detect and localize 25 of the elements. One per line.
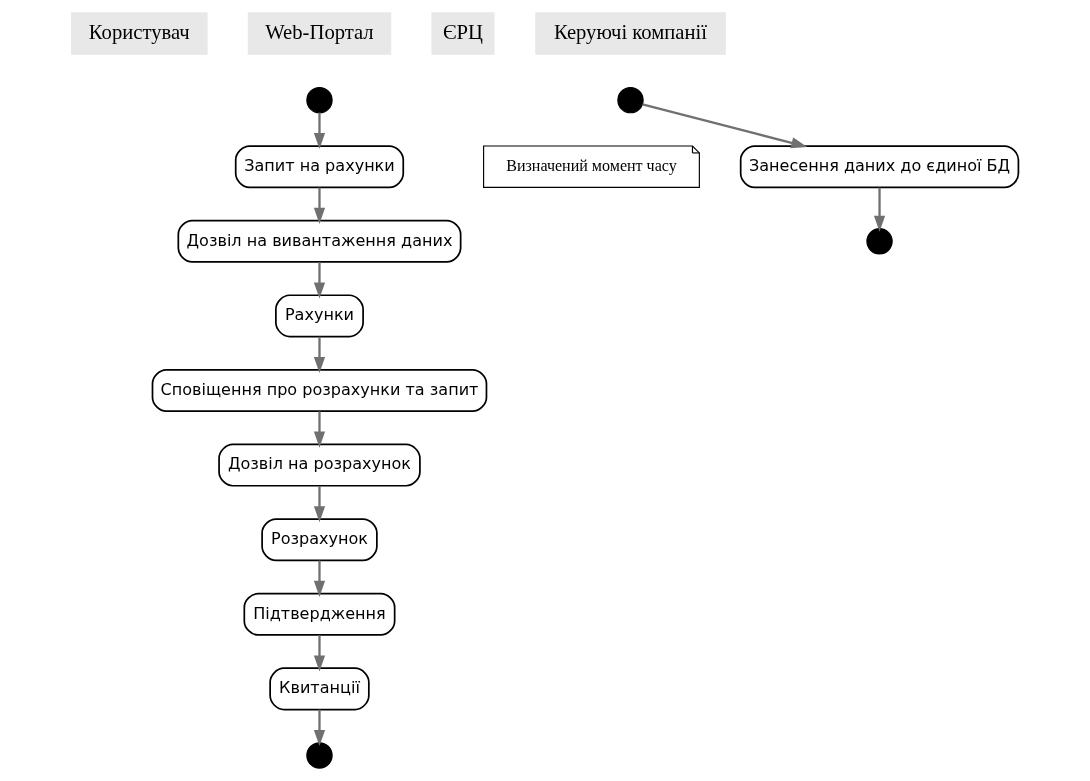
node-box: Занесення даних до єдиної БД <box>739 145 1020 189</box>
node-box: Користувач <box>71 12 208 55</box>
arrow <box>313 486 326 523</box>
node-box: Підтвердження <box>243 592 396 636</box>
node-box: Рахунки <box>275 294 364 338</box>
node-box: Розрахунок <box>261 518 378 562</box>
arrow <box>313 635 326 672</box>
node-circle <box>306 742 333 769</box>
node-box: Запит на рахунки <box>234 145 405 189</box>
node-box: Дозвіл на вивантаження даних <box>177 219 462 263</box>
arrow <box>313 709 326 747</box>
arrow <box>313 112 326 150</box>
arrow <box>313 560 326 597</box>
arrow <box>313 187 326 224</box>
arrow <box>642 103 808 149</box>
node-box: Сповіщення про розрахунки та запит <box>151 368 488 413</box>
node-circle <box>617 86 644 114</box>
arrow <box>873 187 886 232</box>
arrow <box>313 336 326 374</box>
node-circle <box>306 86 333 114</box>
arrow <box>313 262 326 299</box>
node-box: Дозвіл на розрахунок <box>218 443 421 487</box>
node-circle <box>866 228 893 255</box>
arrow <box>313 411 326 448</box>
node-box: Квитанції <box>269 667 370 711</box>
